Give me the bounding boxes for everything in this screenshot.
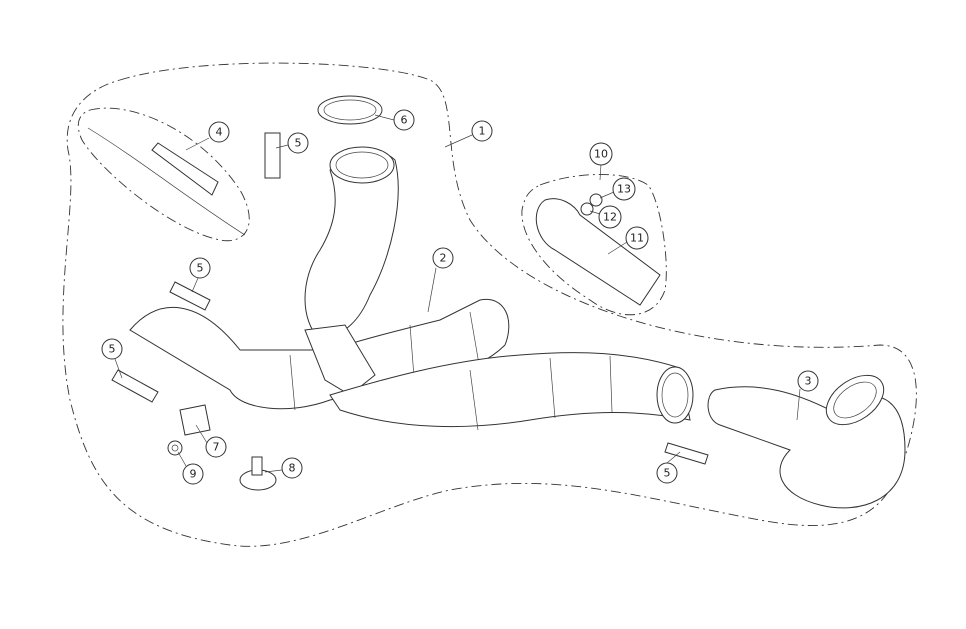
sensor-tube-4 — [87, 127, 246, 236]
svg-text:8: 8 — [289, 462, 296, 475]
mid-pipe — [329, 352, 694, 431]
callout-5: 5 — [101, 338, 123, 360]
callout-5: 5 — [656, 462, 678, 484]
callout-13: 13 — [612, 177, 636, 201]
svg-text:10: 10 — [594, 148, 608, 161]
svg-text:5: 5 — [295, 137, 302, 150]
svg-text:5: 5 — [109, 343, 116, 356]
svg-text:7: 7 — [213, 441, 220, 454]
link-pipe-3 — [707, 374, 906, 509]
callout-3: 3 — [797, 370, 819, 392]
clamp-6 — [317, 95, 383, 125]
svg-text:9: 9 — [190, 468, 197, 481]
svg-text:13: 13 — [617, 183, 631, 196]
callout-5: 5 — [189, 257, 211, 279]
svg-text:12: 12 — [603, 211, 617, 224]
callout-1: 1 — [471, 120, 493, 142]
callout-5: 5 — [287, 132, 309, 154]
rubber-mount-8 — [239, 456, 277, 491]
callout-10: 10 — [589, 142, 613, 166]
svg-text:2: 2 — [440, 252, 447, 265]
kit-10-boundary — [521, 174, 667, 316]
svg-text:4: 4 — [216, 126, 223, 139]
svg-text:5: 5 — [664, 467, 671, 480]
assembly-1-boundary — [62, 62, 917, 547]
spring-5 — [111, 132, 709, 465]
washer-12 — [580, 202, 594, 216]
svg-text:6: 6 — [401, 114, 408, 127]
callout-7: 7 — [205, 436, 227, 458]
nut-9 — [167, 440, 183, 456]
svg-text:5: 5 — [197, 262, 204, 275]
callout-4: 4 — [208, 121, 230, 143]
callout-11: 11 — [625, 226, 649, 250]
kit-4-boundary — [77, 107, 250, 242]
callout-12: 12 — [598, 205, 622, 229]
heat-shield-11 — [535, 198, 661, 306]
callout-2: 2 — [432, 247, 454, 269]
leader-lines — [114, 114, 801, 473]
callout-9: 9 — [182, 463, 204, 485]
nut-13 — [589, 193, 603, 207]
callout-8: 8 — [281, 457, 303, 479]
svg-text:11: 11 — [630, 232, 644, 245]
svg-text:1: 1 — [479, 125, 486, 138]
bracket-7 — [179, 404, 211, 436]
callout-6: 6 — [393, 109, 415, 131]
svg-text:3: 3 — [805, 375, 812, 388]
